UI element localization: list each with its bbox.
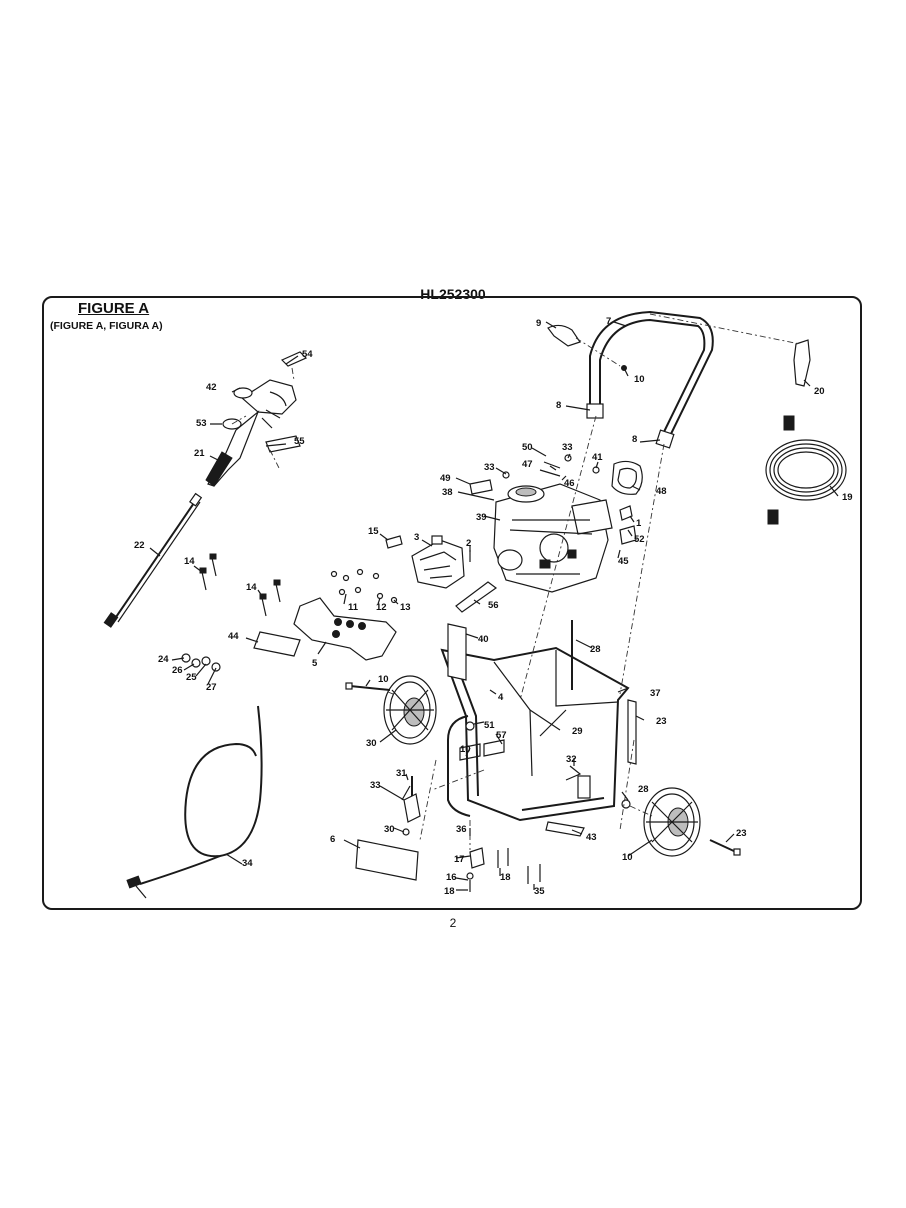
callout-51: 57 [496,730,507,741]
callout-28a: 10 [378,674,389,685]
callout-39: 52 [634,534,645,545]
fastener-hardware [181,553,281,672]
model-title: HL252300 [0,286,906,302]
callout-10d: 36 [456,824,467,835]
callout-5: 5 [312,658,318,669]
callout-4: 37 [650,688,661,699]
frame-handle [547,310,811,449]
callout-35: 34 [242,858,253,869]
callout-27: 27 [206,682,217,693]
pump-mount-bracket [253,597,397,661]
callout-52: 45 [618,556,629,567]
callout-10a: 10 [634,374,645,385]
callout-49: 38 [442,487,453,498]
callout-33a: 33 [562,442,573,453]
callout-17: 16 [446,872,457,883]
callout-23b: 10 [622,852,633,863]
callout-16: 18 [444,886,455,897]
figure-subtitle: (FIGURE A, FIGURA A) [50,320,163,332]
callout-48: 1 [636,518,642,529]
callout-22: 22 [134,540,145,551]
callout-36: 43 [586,832,597,843]
callout-29: 32 [566,754,577,765]
callout-46: 49 [440,473,451,484]
callout-55: 55 [294,436,305,447]
callout-11: 11 [348,602,359,613]
callout-38: 48 [656,486,667,497]
callout-9: 9 [536,318,541,329]
spray-wand [103,492,203,628]
callout-1: 39 [476,512,487,523]
callout-18a: 18 [500,872,511,883]
callout-31: 33 [370,780,381,791]
pump-assembly [330,535,471,604]
callout-20: 20 [814,386,825,397]
callout-13: 13 [400,602,411,613]
callout-10b: 4 [498,692,504,703]
callout-26: 26 [172,665,183,676]
callout-43: 6 [330,834,335,845]
callout-40: 28 [590,644,601,655]
callout-54: 54 [302,349,313,360]
callout-30b: 28 [638,784,649,795]
callout-2: 2 [466,538,471,549]
callout-30a: 51 [484,720,495,731]
figure-title: FIGURE A [78,300,150,317]
callout-14b: 14 [246,582,257,593]
callout-18b: 35 [534,886,545,897]
figure-frame [42,296,862,910]
callout-56: 40 [478,634,489,645]
callout-15: 15 [368,526,379,537]
callout-23a: 30 [366,738,377,749]
callout-50: 50 [522,442,533,453]
callout-45: 56 [488,600,499,611]
callout-25: 25 [186,672,197,683]
callout-33d: 30 [384,824,395,835]
high-pressure-hose [126,705,263,889]
callout-24: 24 [158,654,169,665]
wheel-left [383,675,437,745]
wheel-right [643,787,701,857]
callout-47: 46 [564,478,575,489]
page-number: 2 [449,916,457,930]
engine [455,454,643,613]
callout-numbers: 54 42 53 55 21 22 14 14 44 24 26 25 27 1… [134,316,853,897]
callout-41: 47 [522,459,533,470]
callout-32: 31 [396,768,407,779]
callout-19: 19 [842,492,853,503]
callout-57: 10 [460,744,471,755]
callout-33c: 41 [592,452,603,463]
callout-14a: 14 [184,556,195,567]
callout-8b: 8 [632,434,637,445]
spray-gun [205,379,297,487]
callout-12: 12 [376,602,387,613]
callout-21: 21 [194,448,205,459]
leader-lines [135,321,839,899]
callout-28b: 23 [736,828,747,839]
callout-8a: 8 [556,400,561,411]
callout-53: 53 [196,418,207,429]
callout-10c: 29 [572,726,583,737]
callout-7: 7 [606,316,611,327]
callout-44: 44 [228,631,239,642]
callout-6: 17 [454,854,465,865]
garden-hose-coil [765,415,847,525]
main-frame [440,620,637,822]
callout-33b: 33 [484,462,495,473]
callout-37: 23 [656,716,667,727]
callout-3: 3 [414,532,419,543]
callout-42: 42 [206,382,217,393]
